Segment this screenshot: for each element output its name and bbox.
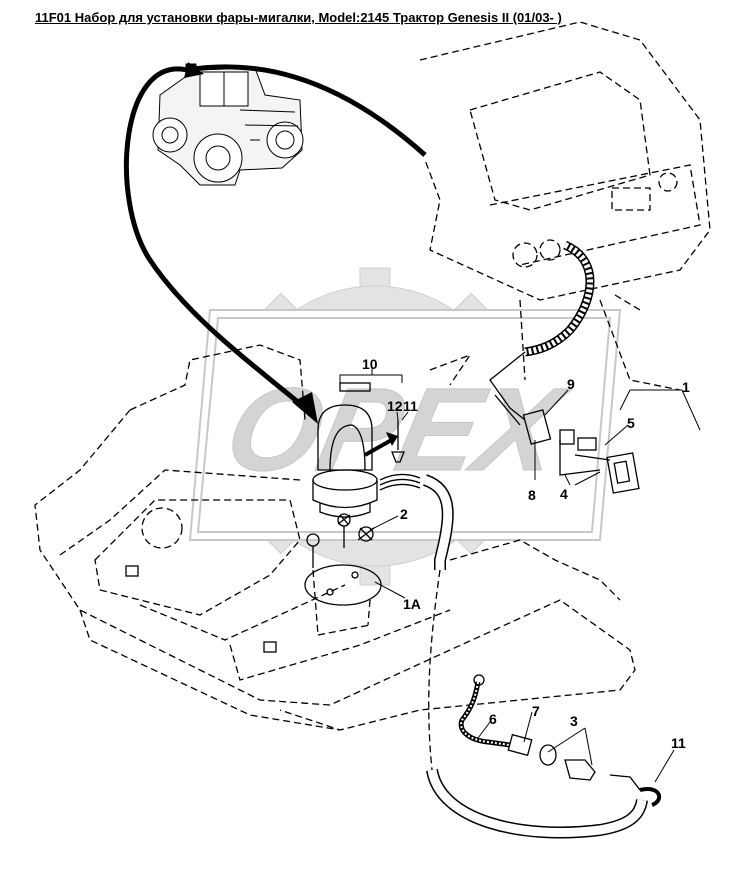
callout-11-bottom: 11 [671,735,686,751]
callout-2: 2 [400,506,408,522]
callout-labels: 1 1A 2 3 4 5 6 7 8 9 10 11 11 12 [362,356,690,751]
beacon-lamp [312,382,398,518]
watermark-text: OPEX [216,364,578,496]
leader-lines [339,368,701,783]
callout-1: 1 [682,379,690,395]
callout-1a: 1A [403,596,421,612]
cable-harness [422,240,648,839]
callout-10: 10 [362,356,378,372]
callout-8: 8 [528,487,536,503]
mounting-hardware [304,420,421,636]
tractor-thumbnail [152,63,304,186]
callout-12: 12 [387,398,403,414]
location-arrow [124,62,427,424]
callout-6: 6 [489,711,497,727]
callout-3: 3 [570,713,578,729]
dashboard-outline [419,21,711,391]
callout-9: 9 [567,376,575,392]
callout-7: 7 [532,703,540,719]
callout-11-top: 11 [403,398,418,414]
callout-5: 5 [627,415,635,431]
diagram-title: 11F01 Набор для установки фары-мигалки, … [35,10,562,25]
socket-assembly [458,674,662,807]
callout-4: 4 [560,486,568,502]
connectors-and-switch [522,409,640,494]
cab-panel-outline [34,344,636,731]
